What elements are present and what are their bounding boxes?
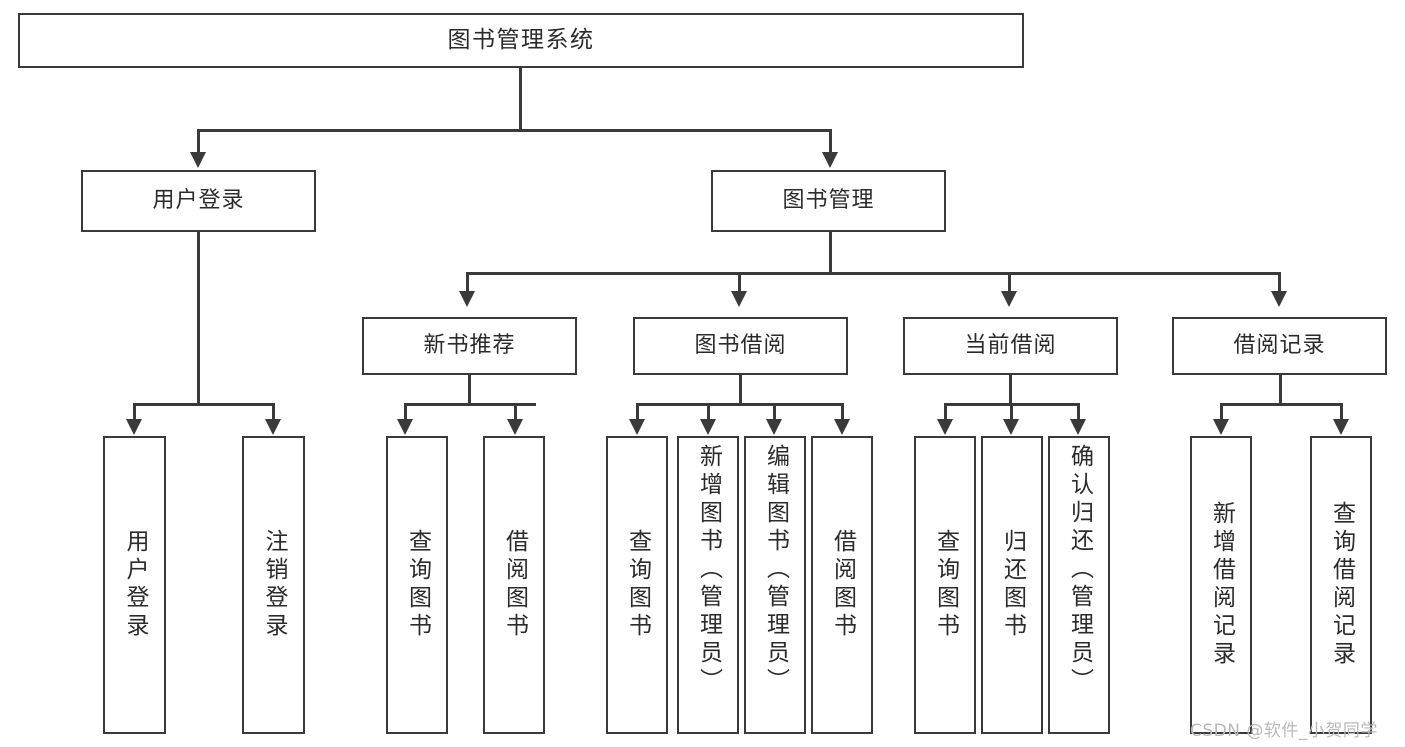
node-book-management-label: 图书管理	[782, 188, 875, 214]
connector-current-borrow-stem	[1009, 375, 1012, 405]
node-book-management[interactable]: 图书管理	[711, 170, 946, 232]
connector-br-drop-1	[1220, 403, 1223, 421]
connector-book-management-stem	[829, 232, 832, 274]
node-new-book-recommend[interactable]: 新书推荐	[362, 317, 577, 375]
arrow-to-current-borrow	[1001, 291, 1017, 307]
connector-to-new-book-recommend	[466, 272, 469, 293]
connector-user-login-drop-2	[272, 403, 275, 421]
connector-to-book-borrow	[738, 272, 741, 293]
connector-root-stem	[519, 68, 522, 131]
connector-user-login-drop-1	[133, 403, 136, 421]
node-leaf-query-book-3[interactable]: 查询图书	[914, 436, 976, 734]
node-leaf-return-book-label: 归还图书	[999, 529, 1026, 641]
node-leaf-confirm-return-label: 确认归还（管理员）	[1066, 444, 1093, 696]
node-leaf-edit-book-label: 编辑图书（管理员）	[762, 444, 789, 696]
arrow-to-book-borrow	[731, 291, 747, 307]
arrow-to-leaf-confirm-return	[1070, 419, 1086, 435]
node-borrow-record-label: 借阅记录	[1233, 333, 1326, 359]
node-leaf-add-book[interactable]: 新增图书（管理员）	[677, 436, 739, 734]
node-current-borrow[interactable]: 当前借阅	[903, 317, 1118, 375]
connector-to-current-borrow	[1008, 272, 1011, 293]
arrow-to-user-login	[190, 152, 206, 168]
node-leaf-user-login-label: 用户登录	[122, 529, 148, 641]
connector-user-login-stem	[197, 232, 200, 405]
node-leaf-query-book-3-label: 查询图书	[932, 529, 959, 641]
connector-bb-drop-3	[773, 403, 776, 421]
arrow-to-leaf-borrow-book-2	[834, 419, 850, 435]
node-leaf-logout-login[interactable]: 注销登录	[242, 436, 305, 734]
node-leaf-return-book[interactable]: 归还图书	[981, 436, 1043, 734]
arrow-to-leaf-query-book-1	[397, 419, 413, 435]
arrow-to-leaf-add-record	[1213, 419, 1229, 435]
node-leaf-query-book-1-label: 查询图书	[404, 529, 431, 641]
arrow-to-leaf-query-book-3	[937, 419, 953, 435]
node-book-borrow[interactable]: 图书借阅	[633, 317, 848, 375]
node-leaf-query-book-2-label: 查询图书	[624, 529, 651, 641]
connector-root-to-user-login	[197, 129, 200, 153]
arrow-to-book-management	[822, 152, 838, 168]
node-user-login-label: 用户登录	[152, 188, 245, 214]
node-leaf-query-book-1[interactable]: 查询图书	[386, 436, 448, 734]
connector-cb-drop-2	[1010, 403, 1013, 421]
connector-root-bus	[197, 129, 831, 132]
arrow-to-leaf-edit-book	[766, 419, 782, 435]
connector-nbr-drop-1	[404, 403, 407, 421]
node-leaf-borrow-book-2[interactable]: 借阅图书	[811, 436, 873, 734]
node-user-login[interactable]: 用户登录	[81, 170, 316, 232]
node-leaf-user-login[interactable]: 用户登录	[103, 436, 166, 734]
connector-br-drop-2	[1340, 403, 1343, 421]
node-leaf-add-book-label: 新增图书（管理员）	[695, 444, 722, 696]
arrow-to-new-book-recommend	[459, 291, 475, 307]
connector-new-book-recommend-bus	[404, 403, 536, 406]
arrow-to-leaf-borrow-book-1	[507, 419, 523, 435]
connector-bb-drop-4	[841, 403, 844, 421]
connector-root-to-book-management	[829, 129, 832, 153]
node-borrow-record[interactable]: 借阅记录	[1172, 317, 1387, 375]
node-current-borrow-label: 当前借阅	[964, 333, 1057, 359]
connector-book-borrow-bus	[636, 403, 843, 406]
watermark-text: CSDN @软件_小贺同学	[1190, 721, 1378, 741]
node-leaf-borrow-book-1[interactable]: 借阅图书	[483, 436, 545, 734]
node-leaf-borrow-book-1-label: 借阅图书	[501, 529, 528, 641]
node-leaf-query-record[interactable]: 查询借阅记录	[1310, 436, 1372, 734]
node-root[interactable]: 图书管理系统	[18, 13, 1024, 68]
node-leaf-edit-book[interactable]: 编辑图书（管理员）	[744, 436, 806, 734]
connector-cb-drop-1	[944, 403, 947, 421]
node-new-book-recommend-label: 新书推荐	[423, 333, 516, 359]
node-leaf-add-record[interactable]: 新增借阅记录	[1190, 436, 1252, 734]
connector-nbr-drop-2	[514, 403, 517, 421]
connector-bb-drop-1	[636, 403, 639, 421]
arrow-to-leaf-add-book	[700, 419, 716, 435]
arrow-to-leaf-logout-login	[265, 419, 281, 435]
node-leaf-confirm-return[interactable]: 确认归还（管理员）	[1048, 436, 1110, 734]
arrow-to-borrow-record	[1271, 291, 1287, 307]
connector-new-book-recommend-stem	[468, 375, 471, 405]
connector-book-borrow-stem	[739, 375, 742, 405]
node-leaf-query-book-2[interactable]: 查询图书	[606, 436, 668, 734]
node-leaf-query-record-label: 查询借阅记录	[1328, 501, 1355, 669]
connector-level3-bus	[466, 272, 1278, 275]
connector-cb-drop-3	[1077, 403, 1080, 421]
arrow-to-leaf-return-book	[1003, 419, 1019, 435]
node-leaf-borrow-book-2-label: 借阅图书	[829, 529, 856, 641]
arrow-to-leaf-user-login	[126, 419, 142, 435]
connector-user-login-bus	[133, 403, 272, 406]
arrow-to-leaf-query-book-2	[629, 419, 645, 435]
node-leaf-logout-login-label: 注销登录	[261, 529, 287, 641]
node-leaf-add-record-label: 新增借阅记录	[1208, 501, 1235, 669]
node-root-label: 图书管理系统	[447, 26, 595, 53]
connector-borrow-record-stem	[1279, 375, 1282, 405]
connector-bb-drop-2	[707, 403, 710, 421]
arrow-to-leaf-query-record	[1333, 419, 1349, 435]
node-book-borrow-label: 图书借阅	[694, 333, 787, 359]
connector-to-borrow-record	[1278, 272, 1281, 293]
connector-borrow-record-bus	[1220, 403, 1342, 406]
